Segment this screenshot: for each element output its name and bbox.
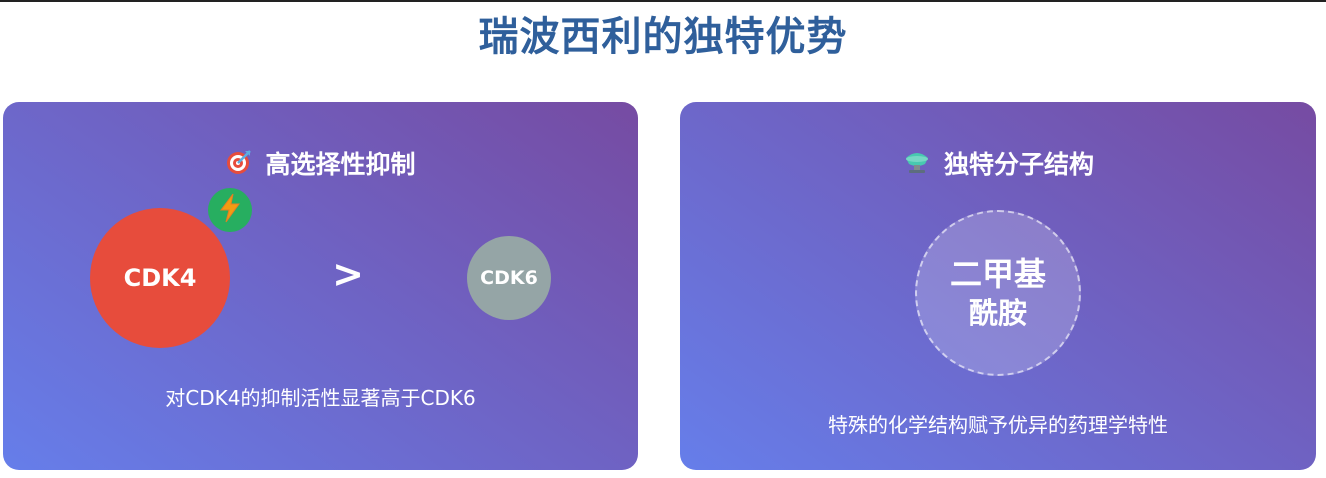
card-unique-structure: 独特分子结构 二甲基 酰胺 特殊的化学结构赋予优异的药理学特性 (680, 102, 1316, 470)
card-title-text: 独特分子结构 (943, 150, 1094, 179)
molecule-label-line1: 二甲基 (949, 255, 1046, 293)
card-title-text: 高选择性抑制 (265, 150, 416, 179)
target-icon (225, 148, 253, 182)
top-divider (0, 0, 1326, 2)
cdk6-label: CDK6 (480, 267, 538, 289)
card-title: 独特分子结构 (680, 145, 1316, 182)
cdk4-circle: CDK4 (90, 208, 230, 348)
molecule-label-line2: 酰胺 (968, 296, 1027, 330)
page-title: 瑞波西利的独特优势 (478, 14, 848, 60)
card-description: 对CDK4的抑制活性显著高于CDK6 (165, 386, 476, 410)
lightning-badge (208, 188, 252, 232)
card-high-selectivity: 高选择性抑制 CDK4 > CDK6 对CDK4的抑制活性显著高于CDK6 (3, 102, 638, 470)
cdk6-circle: CDK6 (467, 236, 551, 320)
lightning-icon (217, 193, 243, 227)
flask-icon (902, 150, 932, 182)
molecule-circle: 二甲基 酰胺 (915, 210, 1081, 376)
card-title: 高选择性抑制 (3, 145, 638, 182)
cdk4-label: CDK4 (123, 264, 197, 292)
card-description: 特殊的化学结构赋予优异的药理学特性 (828, 413, 1168, 437)
comparison-symbol: > (332, 252, 364, 296)
